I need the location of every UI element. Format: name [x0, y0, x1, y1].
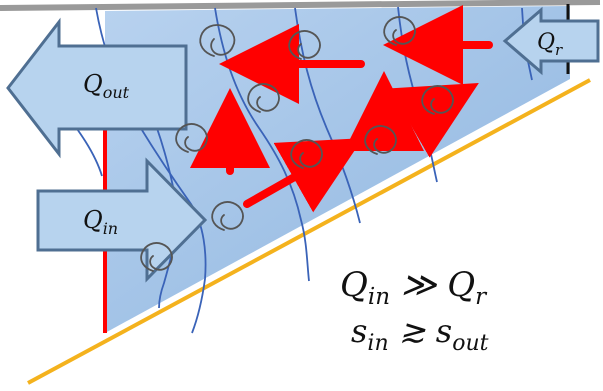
q-in-arrow-shape [36, 157, 208, 283]
eddy-spiral-icon-10 [140, 242, 173, 272]
eddy-spiral-icon-5 [175, 123, 208, 153]
q-r-label: Qr [537, 30, 563, 59]
eddy-spiral-icon-6 [211, 201, 244, 231]
eddy-icons [140, 16, 454, 272]
eddy-spiral-icon-1 [199, 24, 236, 57]
q-in-arrow [36, 157, 208, 283]
q-out-arrow-shape [6, 17, 188, 159]
eddy-spiral-icon-2 [288, 30, 321, 60]
top-boundary-line [0, 0, 601, 11]
eddy-spiral-icon-8 [364, 125, 397, 155]
equation-block: Qin ≫ Qr sin ≳ sout [340, 265, 489, 356]
eddy-spiral-icon-3 [383, 16, 416, 46]
q-in-label: Qin [83, 206, 118, 238]
flow-arrows [190, 5, 493, 213]
eddy-spiral-icon-4 [247, 83, 280, 113]
equation-line-2: sin ≳ sout [351, 312, 489, 356]
q-r-arrow [502, 6, 600, 76]
flow-arrow-icon-2 [243, 138, 363, 213]
q-out-label: Qout [83, 70, 130, 102]
equation-line-1: Qin ≫ Qr [340, 265, 488, 310]
bottom-boundary-line [27, 78, 591, 385]
q-r-arrow-shape [502, 6, 600, 76]
q-out-arrow [6, 17, 188, 159]
eddy-spiral-icon-9 [421, 85, 454, 115]
eddy-spiral-icon-7 [290, 139, 323, 169]
flow-arrow-icon-4 [389, 82, 479, 158]
